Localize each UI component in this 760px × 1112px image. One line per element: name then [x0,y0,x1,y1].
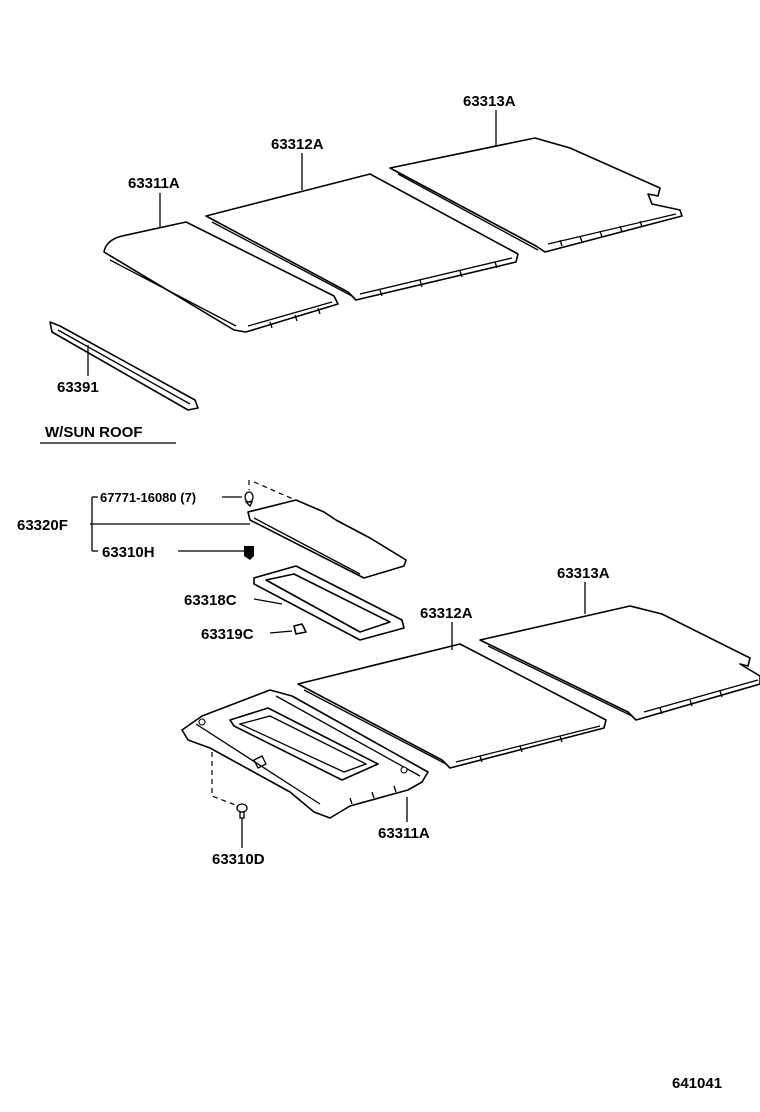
part-63310H-clip [244,546,254,560]
part-63311A-front-pad [103,221,339,333]
leader-63318C [253,598,283,605]
label-63311A-top: 63311A [128,175,180,192]
label-63320F: 63320F [17,517,68,534]
part-63310D-clip [236,803,248,819]
label-63391: 63391 [57,379,99,396]
label-63310D: 63310D [212,851,265,868]
bracket-63320F [90,496,250,552]
label-63319C: 63319C [201,626,254,643]
label-63313A-top: 63313A [463,93,516,110]
part-63319C-guide [293,623,307,635]
part-63320F-sunshade [247,499,407,579]
sun-roof-heading: W/SUN ROOF [45,424,143,441]
part-63391-strip [49,321,199,411]
part-63313A-rear-pad [389,137,683,253]
part-67771-clip [244,491,254,508]
label-63313A-lower: 63313A [557,565,610,582]
label-67771-16080: 67771-16080 (7) [100,490,196,505]
part-63313A-rear-pad-lower [479,605,760,721]
label-63310H: 63310H [102,544,155,561]
figure-number: 641041 [672,1075,722,1092]
leader-63319C [269,630,293,634]
dash-clip-leader [248,480,301,503]
label-63318C: 63318C [184,592,237,609]
part-63312A-middle-pad-lower [297,643,607,769]
label-63311A-lower: 63311A [378,825,430,842]
part-63312A-middle-pad [205,173,519,301]
part-63311A-headliner [181,689,429,819]
part-63318C-frame [253,565,405,641]
label-63312A-lower: 63312A [420,605,473,622]
label-63312A-top: 63312A [271,136,324,153]
